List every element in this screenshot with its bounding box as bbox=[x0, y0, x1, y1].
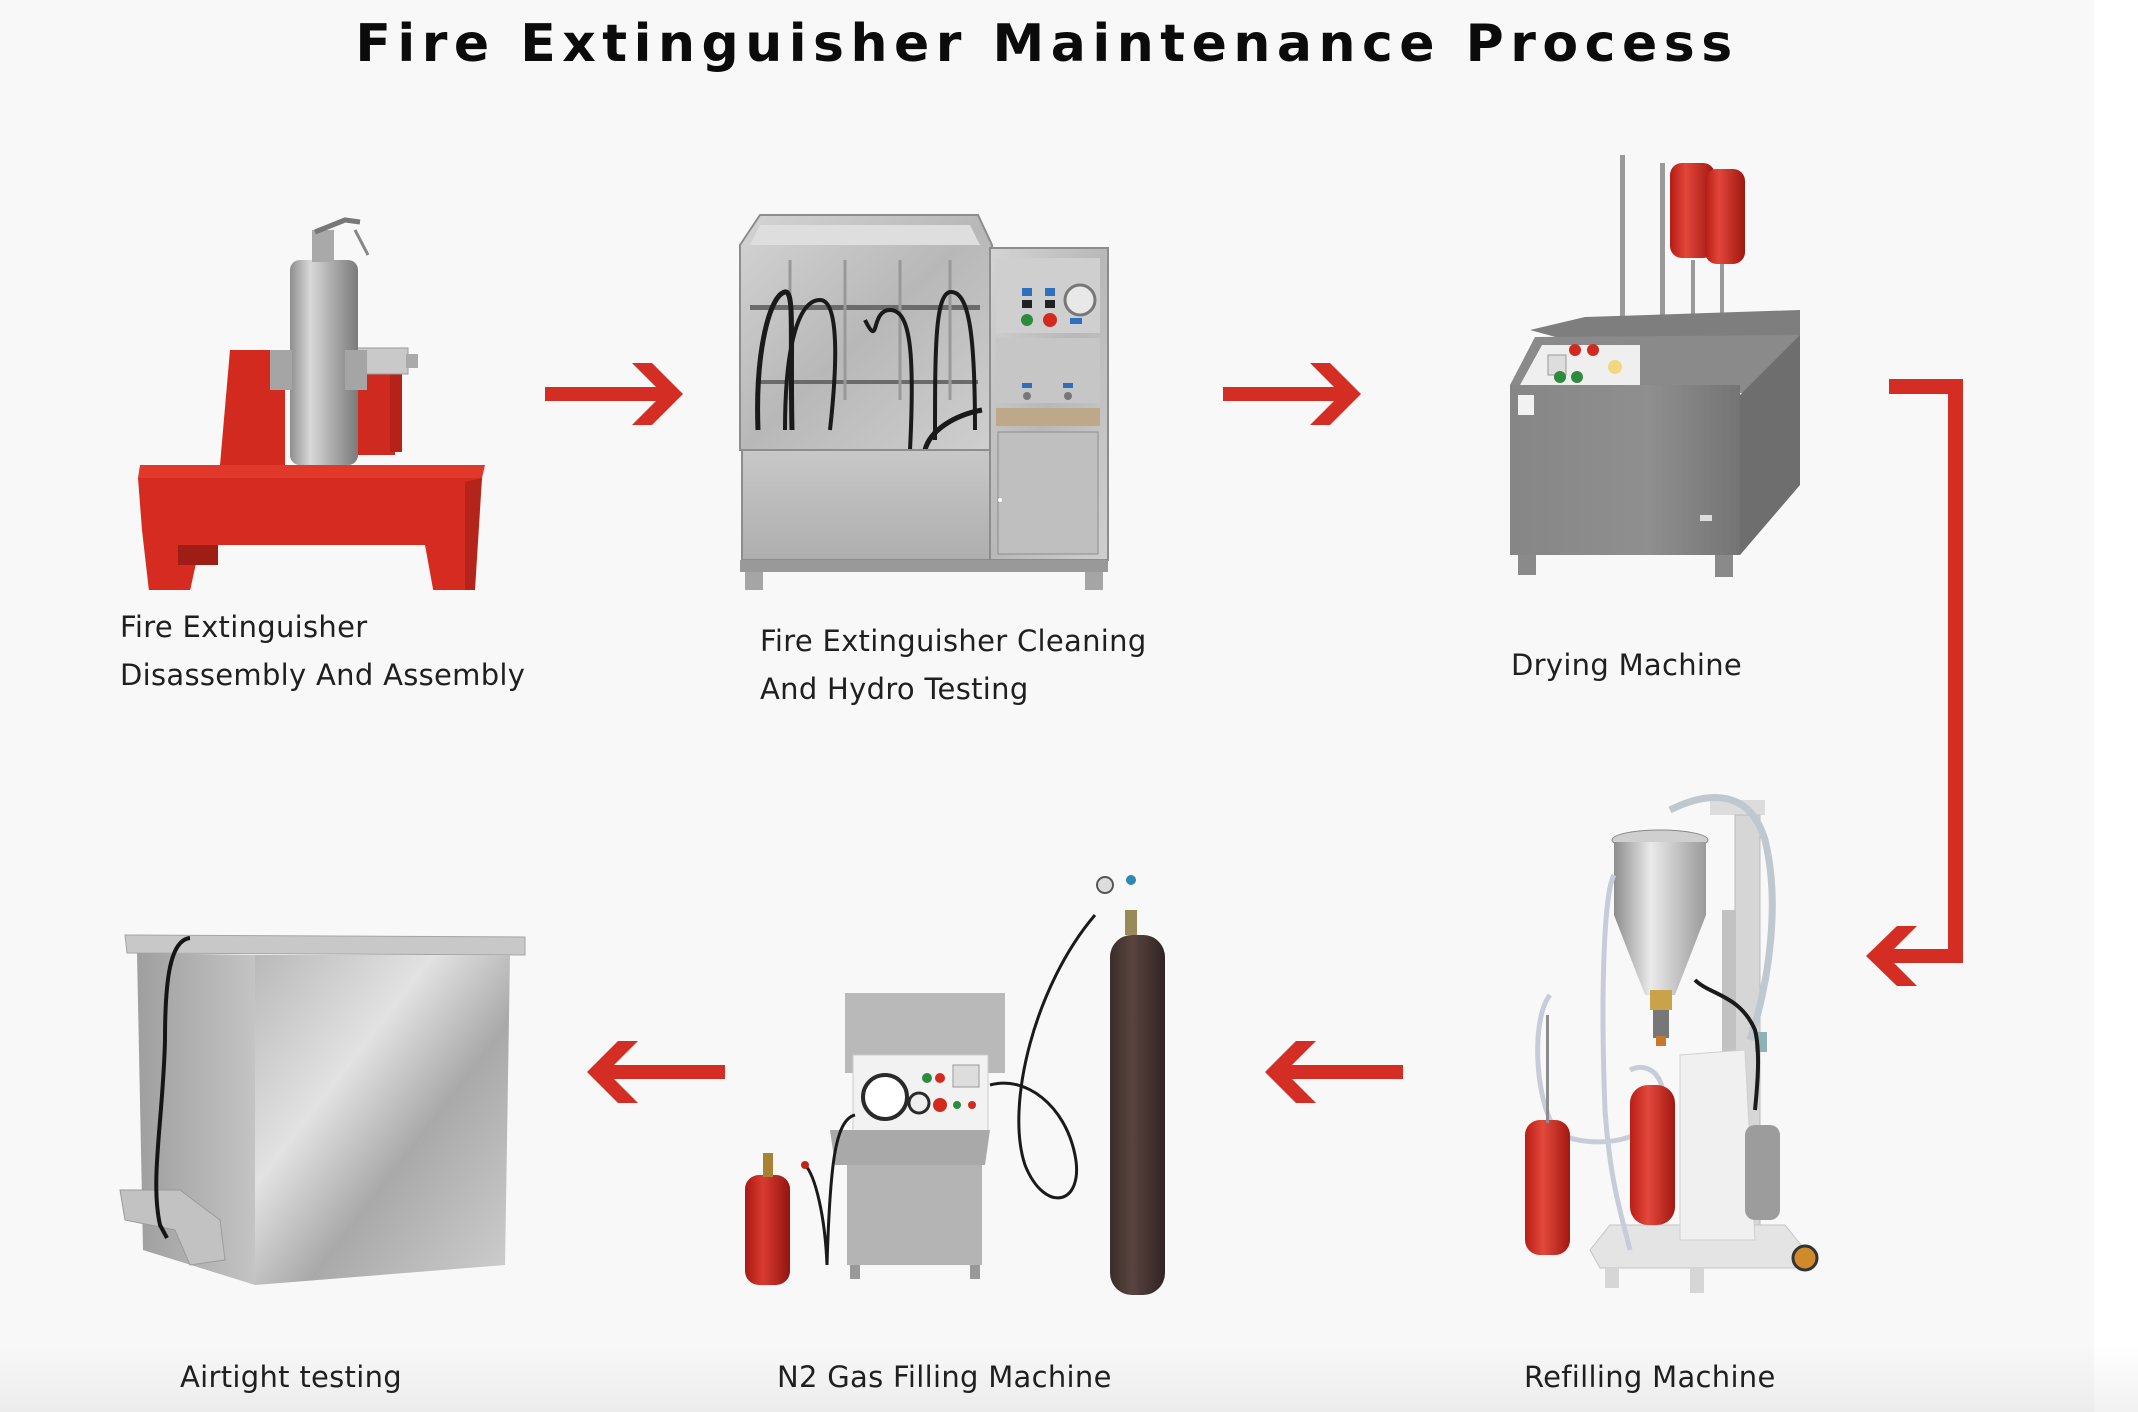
step-label-line: Refilling Machine bbox=[1524, 1360, 1776, 1394]
arrow-left-icon bbox=[1273, 1065, 1403, 1079]
disassembly-assembly-machine-image bbox=[138, 217, 485, 590]
step-label-n2-gas-filling-machine: N2 Gas Filling Machine bbox=[777, 1353, 1112, 1401]
step-label-disassembly-assembly: Fire Extinguisher Disassembly And Assemb… bbox=[120, 603, 525, 699]
arrow-right-icon bbox=[545, 387, 675, 401]
step-label-line: Disassembly And Assembly bbox=[120, 658, 526, 692]
step-label-line: N2 Gas Filling Machine bbox=[777, 1360, 1112, 1394]
arrow-step1-to-step2 bbox=[545, 363, 683, 425]
elbow-arrow-icon bbox=[1866, 379, 1963, 986]
step-label-line: Airtight testing bbox=[180, 1360, 402, 1394]
cleaning-hydro-testing-machine-image bbox=[739, 214, 1109, 590]
arrow-step4-to-step5 bbox=[1265, 1041, 1403, 1103]
step-label-line: Drying Machine bbox=[1511, 648, 1743, 682]
page-margin bbox=[2094, 0, 2138, 1412]
airtight-testing-tank-image bbox=[119, 934, 526, 1285]
step-label-line: Fire Extinguisher Cleaning bbox=[760, 624, 1147, 658]
arrow-left-icon bbox=[595, 1065, 725, 1079]
arrow-step5-to-step6 bbox=[587, 1041, 725, 1103]
step-label-cleaning-hydro-testing: Fire Extinguisher Cleaning And Hydro Tes… bbox=[760, 617, 1147, 713]
elbow-arrow-step3-to-step4 bbox=[1866, 379, 1963, 986]
step-label-line: Fire Extinguisher bbox=[120, 610, 368, 644]
step-label-refilling-machine: Refilling Machine bbox=[1524, 1353, 1776, 1401]
refilling-machine-image bbox=[1525, 794, 1819, 1293]
drying-machine-image bbox=[1510, 155, 1800, 577]
arrow-step2-to-step3 bbox=[1223, 363, 1361, 425]
n2-gas-filling-machine-image bbox=[745, 875, 1165, 1295]
arrow-right-icon bbox=[1223, 387, 1353, 401]
step-label-drying-machine: Drying Machine bbox=[1511, 641, 1742, 689]
step-label-airtight-testing: Airtight testing bbox=[180, 1353, 402, 1401]
step-label-line: And Hydro Testing bbox=[760, 672, 1029, 706]
page-title: Fire Extinguisher Maintenance Process bbox=[355, 14, 1739, 74]
process-diagram: Fire Extinguisher Maintenance Process bbox=[0, 0, 2094, 1412]
